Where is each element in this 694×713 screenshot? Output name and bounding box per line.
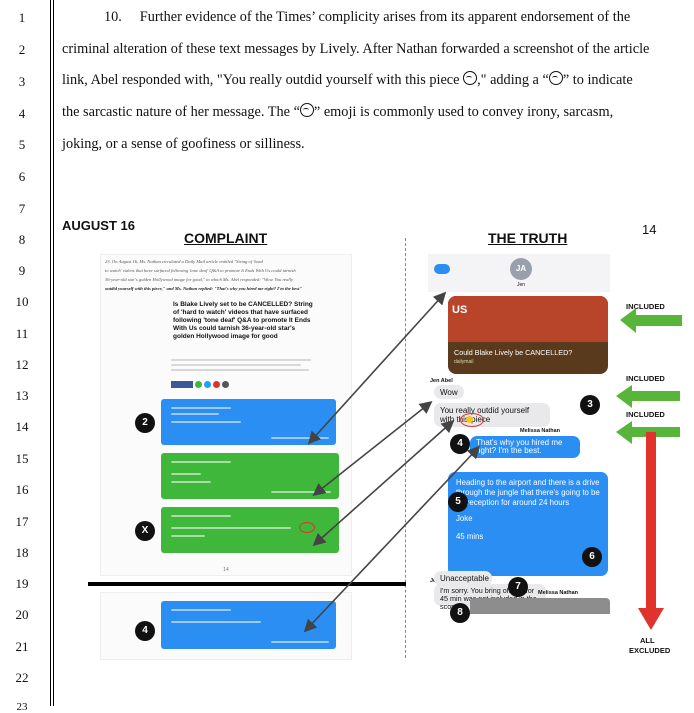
paragraph-text: ” emoji is commonly used to convey irony… (313, 104, 614, 121)
badge: 4 (135, 621, 155, 641)
line-number: 13 (15, 388, 29, 403)
paragraph-number: 10. (104, 9, 122, 25)
article-image (448, 296, 608, 342)
article-preview-source: dailymail (454, 359, 474, 365)
complaint-paragraph: 23. On August 16, Ms. Nathan circulated … (105, 259, 302, 291)
highlight-circle (460, 413, 484, 427)
line-number: 9 (18, 263, 26, 278)
paragraph-text: link, Abel responded with, "You really o… (62, 72, 464, 89)
arrows-overlay (303, 291, 682, 633)
line-number: 22 (15, 670, 29, 685)
line-number: 5 (18, 137, 26, 152)
badge: X (135, 521, 155, 541)
paragraph-text: ," adding a “ (477, 72, 549, 89)
article-body-lines (171, 357, 321, 373)
excluded-label: EXCLUDED (629, 646, 671, 655)
included-label: INCLUDED (626, 374, 665, 383)
image-message-partial (470, 598, 610, 614)
green-arrow-icon (620, 308, 682, 333)
excluded-label: ALL (640, 636, 655, 645)
included-label: INCLUDED (626, 410, 665, 419)
message-bubble: That's why you hired me right? I'm the b… (470, 436, 580, 458)
green-arrow-icon (616, 385, 680, 408)
paragraph-text: joking, or a sense of goofiness or silli… (62, 135, 305, 152)
line-number: 23 (16, 701, 28, 713)
line-number: 18 (15, 545, 29, 560)
body-paragraph: 10. Further evidence of the Times’ compl… (62, 2, 672, 161)
exhibit-page-number: 14 (642, 222, 657, 237)
red-arrow-icon (638, 432, 664, 630)
sender-label: Melissa Nathan (538, 590, 579, 596)
avatar: JA (510, 258, 532, 280)
paragraph-text: criminal alteration of these text messag… (62, 40, 650, 57)
emoji-icon (466, 416, 473, 423)
complaint-page-footer: 14 (223, 567, 229, 573)
article-image-text: US (452, 304, 468, 316)
right-heading: THE TRUTH (488, 230, 568, 246)
line-number: 20 (15, 607, 29, 622)
badge: 6 (582, 547, 602, 567)
line-number: 8 (18, 232, 26, 247)
line-number: 19 (15, 576, 29, 591)
contact-name: Jen (516, 282, 526, 288)
article-link-preview[interactable]: US Could Blake Lively be CANCELLED? dail… (448, 296, 608, 374)
line-number-column: 1 2 3 4 5 6 7 8 9 10 11 12 13 14 15 16 1… (0, 0, 50, 713)
line-number: 15 (15, 451, 29, 466)
sender-label: Melissa Nathan (520, 428, 561, 434)
line-number: 4 (18, 106, 26, 121)
connector-arrow (303, 445, 481, 633)
badge: 3 (580, 395, 600, 415)
included-label: INCLUDED (626, 302, 665, 311)
line-number: 10 (15, 294, 29, 309)
date-heading: AUGUST 16 (62, 218, 135, 233)
line-number: 2 (18, 42, 26, 57)
margin-rule (53, 0, 54, 706)
line-number: 7 (18, 201, 26, 216)
upside-down-face-icon (299, 103, 314, 118)
back-button[interactable] (434, 264, 450, 274)
paragraph-text: ” to indicate (562, 72, 633, 89)
line-number: 21 (15, 639, 29, 654)
badge: 7 (508, 577, 528, 597)
exhibit-figure: AUGUST 16 14 COMPLAINT THE TRUTH 23. On … (60, 218, 688, 660)
line-number: 6 (18, 169, 26, 184)
line-number: 16 (15, 482, 29, 497)
upside-down-face-icon (548, 71, 563, 86)
line-number: 1 (18, 10, 26, 25)
margin-rule (50, 0, 51, 706)
article-preview-title: Could Blake Lively be CANCELLED? (454, 348, 573, 357)
left-heading: COMPLAINT (184, 230, 268, 246)
line-number: 14 (15, 419, 29, 434)
line-number: 3 (18, 74, 26, 89)
article-title: Is Blake Lively set to be CANCELLED? Str… (173, 301, 313, 340)
upside-down-face-icon (463, 71, 478, 86)
connector-arrow (307, 291, 447, 445)
complaint-message-blue (161, 399, 336, 445)
paragraph-text: Further evidence of the Times’ complicit… (139, 9, 631, 25)
line-number: 12 (15, 357, 29, 372)
page-break-bar (88, 582, 406, 586)
line-number: 17 (15, 514, 29, 529)
share-bar (171, 375, 321, 388)
badge: 2 (135, 413, 155, 433)
paragraph-text: the sarcastic nature of her message. The… (62, 104, 300, 121)
line-number: 11 (15, 326, 29, 341)
